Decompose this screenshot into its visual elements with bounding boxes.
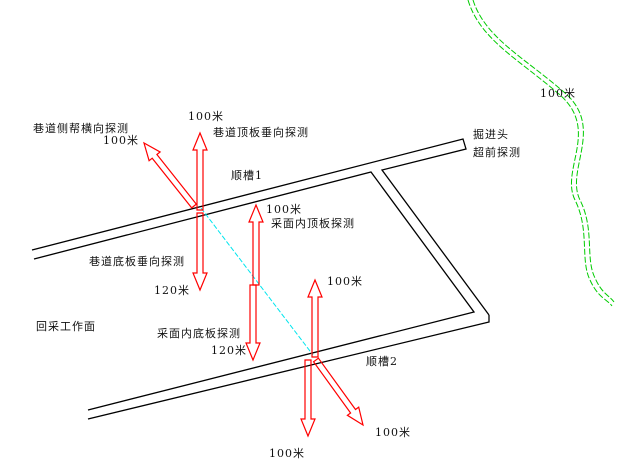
gateway2-up-arrow — [307, 278, 323, 358]
face-floor-down-arrow — [245, 284, 261, 362]
gateway2-label: 顺槽2 — [366, 355, 398, 368]
face-roof-distance-label: 100米 — [266, 203, 302, 216]
boundary-line — [467, 0, 615, 307]
gateway2-diagonal-arrow — [312, 357, 364, 427]
face-floor-detection-label: 采面内底板探测 — [157, 327, 241, 340]
side-wall-detection-label: 巷道侧帮横向探测 — [33, 122, 129, 135]
gateway2-down-distance-label: 100米 — [269, 447, 305, 460]
gateway1-label: 顺槽1 — [231, 169, 263, 182]
gateway1-lower-wall — [33, 171, 476, 411]
side-wall-arrow — [143, 141, 198, 209]
gateway2-diagonal-distance-label: 100米 — [375, 426, 411, 439]
heading-label-line1: 掘进头 — [473, 128, 509, 141]
face-roof-up-arrow — [248, 203, 264, 286]
working-face-label: 回采工作面 — [36, 320, 96, 333]
floor-distance-label: 120米 — [154, 284, 190, 297]
boundary-distance-label: 100米 — [540, 87, 576, 100]
side-wall-distance-label: 100米 — [103, 134, 139, 147]
roof-up-arrow — [192, 131, 208, 211]
gateway1-upper-wall — [31, 138, 490, 316]
face-floor-distance-label: 120米 — [211, 344, 247, 357]
section-line — [200, 207, 314, 356]
gateway2-lower-wall — [87, 315, 490, 420]
heading-label-line2: 超前探测 — [473, 146, 521, 159]
floor-detection-label: 巷道底板垂向探测 — [89, 255, 185, 268]
roof-distance-label: 100米 — [188, 110, 224, 123]
gateway2-down-arrow — [300, 359, 316, 438]
gateway2-up-distance-label: 100米 — [327, 275, 363, 288]
roof-detection-label: 巷道顶板垂向探测 — [213, 126, 309, 139]
face-roof-detection-label: 采面内顶板探测 — [271, 217, 355, 230]
floor-down-arrow — [192, 212, 208, 292]
